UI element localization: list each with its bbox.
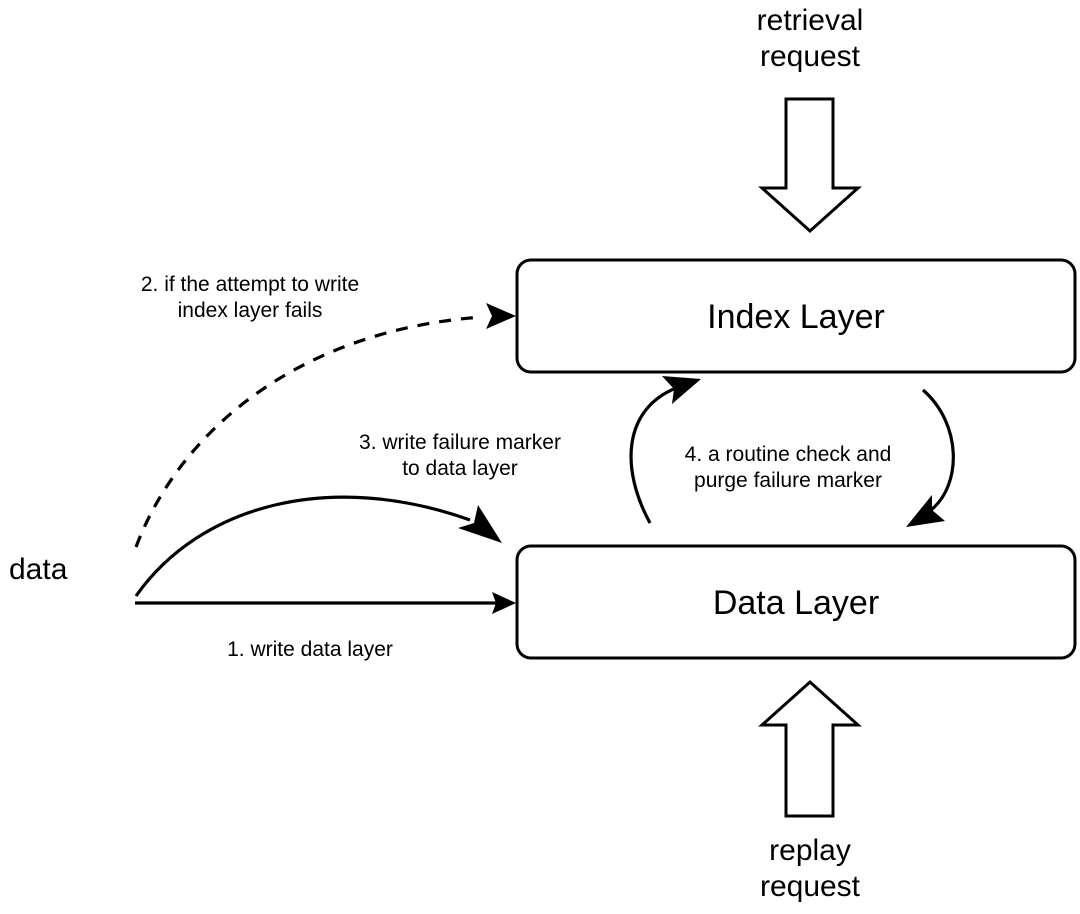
edge-label-index-write-fails: 2. if the attempt to write index layer f… <box>140 273 360 322</box>
edge-write-failure-marker <box>134 495 502 597</box>
index-layer-node[interactable] <box>515 258 1077 374</box>
retrieval-request-arrow <box>758 97 862 234</box>
index-layer-label: Index Layer <box>707 298 885 336</box>
replay-request-arrow <box>758 679 862 818</box>
edge-label-write-data-layer: 1. write data layer <box>227 638 393 661</box>
data-layer-node[interactable] <box>515 544 1077 660</box>
edge-index-write-fails <box>134 303 516 548</box>
edge-label-write-failure-marker: 3. write failure marker to data layer <box>359 431 561 480</box>
retrieval-request-label: retrieval request <box>756 4 864 73</box>
data-layer-label: Data Layer <box>712 584 880 622</box>
edge-write-data-layer <box>135 592 516 614</box>
edge-label-routine-check-purge: 4. a routine check and purge failure mar… <box>684 443 892 492</box>
replay-request-label: replay request <box>759 834 861 903</box>
edge-routine-check-down <box>906 388 955 527</box>
data-input-label: data <box>9 553 68 586</box>
edge-routine-check-up <box>629 376 701 524</box>
